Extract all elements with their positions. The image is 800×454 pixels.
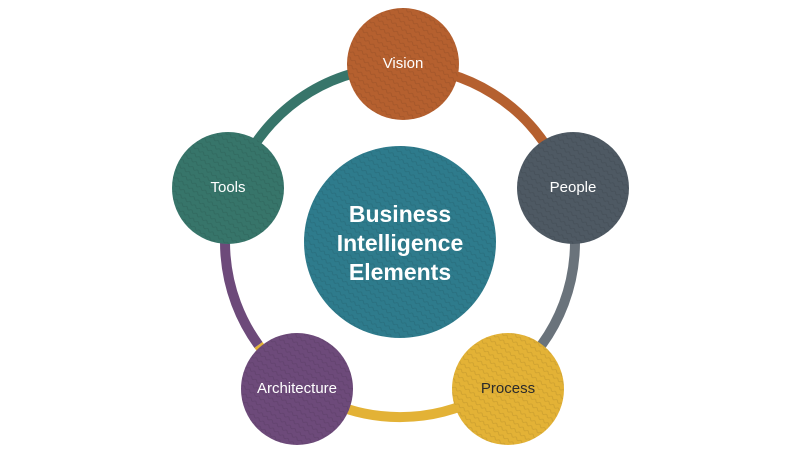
- node-vision-label: Vision: [383, 55, 424, 72]
- center-title-line-3: Elements: [349, 259, 451, 285]
- node-process: Process: [452, 333, 564, 445]
- center-circle: Business Intelligence Elements: [304, 146, 496, 338]
- center-title-line-2: Intelligence: [337, 230, 464, 256]
- node-vision-texture: [347, 8, 459, 120]
- node-people: People: [517, 132, 629, 244]
- node-tools-texture: [172, 132, 284, 244]
- node-process-texture: [452, 333, 564, 445]
- node-architecture-label: Architecture: [257, 380, 337, 397]
- center-circle-texture: [304, 146, 496, 338]
- node-people-label: People: [550, 179, 597, 196]
- node-tools: Tools: [172, 132, 284, 244]
- node-tools-label: Tools: [210, 179, 245, 196]
- node-people-texture: [517, 132, 629, 244]
- node-process-label: Process: [481, 380, 535, 397]
- node-architecture: Architecture: [241, 333, 353, 445]
- node-vision: Vision: [347, 8, 459, 120]
- node-architecture-texture: [241, 333, 353, 445]
- center-title-line-1: Business: [349, 201, 451, 227]
